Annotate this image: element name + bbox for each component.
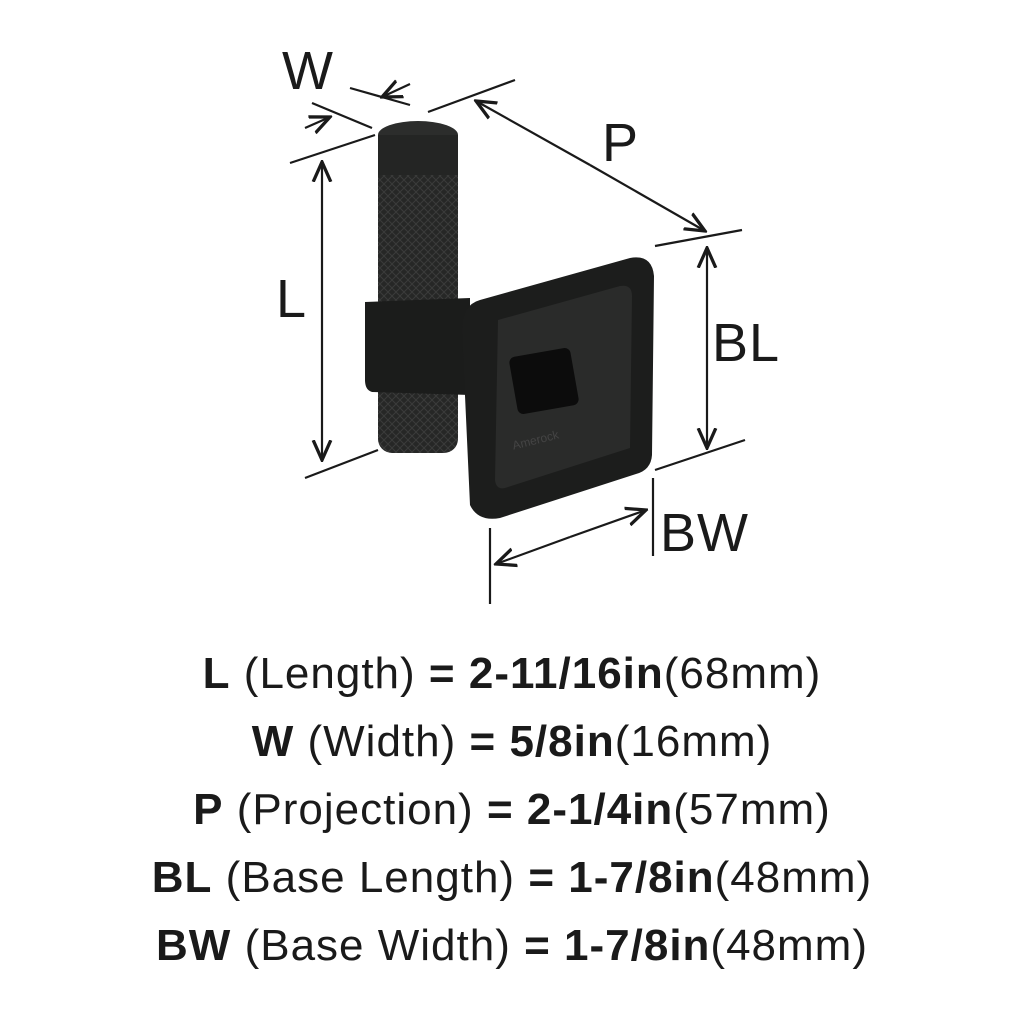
spec-width: W (Width) = 5/8in(16mm) [0,708,1024,776]
spec-name: (Projection) [236,785,474,834]
spec-inches: 1-7/8in [568,853,715,902]
spec-inches: 2-11/16in [468,649,664,698]
spec-code: BL [151,853,213,902]
spec-base-width: BW (Base Width) = 1-7/8in(48mm) [0,912,1024,980]
spec-equals: = [528,853,556,902]
spec-equals: = [428,649,456,698]
dimension-label-w: W [282,41,334,101]
spec-code: L [202,649,231,698]
spec-inches: 2-1/4in [526,785,674,834]
knurled-post [378,135,458,453]
spec-inches: 1-7/8in [564,921,711,970]
hook-product: Amerock [365,121,654,519]
spec-length: L (Length) = 2-11/16in(68mm) [0,640,1024,708]
dimension-label-bw: BW [660,503,749,563]
specifications-list: L (Length) = 2-11/16in(68mm) W (Width) =… [0,640,1024,980]
arm-block [365,298,470,395]
spec-mm: (57mm) [673,785,831,834]
spec-base-length: BL (Base Length) = 1-7/8in(48mm) [0,844,1024,912]
spec-mm: (48mm) [714,853,873,902]
spec-name: (Base Length) [225,853,516,902]
spec-equals: = [469,717,497,766]
spec-code: P [193,785,224,834]
spec-name: (Length) [243,649,416,698]
spec-name: (Width) [307,717,457,766]
spec-code: W [251,717,295,766]
dimension-label-l: L [276,269,308,329]
spec-equals: = [524,921,551,970]
dimension-label-bl: BL [712,313,781,373]
spec-code: BW [156,921,232,970]
product-dimension-diagram: Amerock [289,78,746,604]
base-slot [509,348,579,414]
dimension-lines [289,78,746,604]
dimension-label-p: P [602,113,640,173]
spec-mm: (68mm) [663,649,822,698]
spec-name: (Base Width) [244,921,511,970]
spec-projection: P (Projection) = 2-1/4in(57mm) [0,776,1024,844]
spec-mm: (16mm) [614,717,773,766]
spec-equals: = [486,785,514,834]
spec-inches: 5/8in [509,717,615,766]
spec-mm: (48mm) [710,921,868,970]
